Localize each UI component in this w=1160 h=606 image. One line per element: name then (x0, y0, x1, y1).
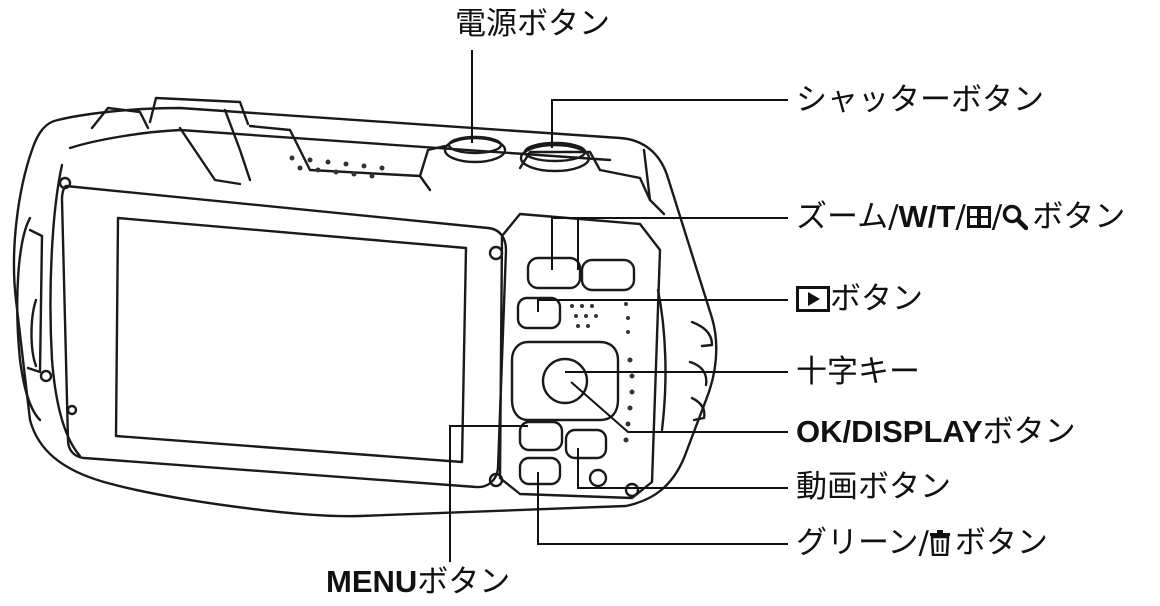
control-panel (500, 214, 660, 498)
trash-icon (929, 530, 951, 556)
zoom-button-t-shape (582, 260, 634, 290)
ok-button-shape (543, 359, 587, 403)
label-zoom-wt: W/T (899, 199, 956, 234)
label-green-prefix: グリーン/ (796, 525, 929, 561)
label-movie-button: 動画ボタン (796, 472, 951, 503)
leader-play (538, 300, 788, 312)
label-ok-display: OK/DISPLAY (796, 414, 983, 449)
leader-ok (571, 382, 788, 432)
leader-shutter (552, 100, 788, 148)
leader-movie (578, 448, 788, 488)
thumbnail-grid-icon (966, 204, 992, 230)
label-zoom-suffix: ボタン (1032, 199, 1125, 235)
label-ok-display-button: OK/DISPLAYボタン (796, 416, 1076, 448)
label-menu-button: MENUボタン (326, 566, 510, 598)
movie-button-shape (566, 430, 606, 458)
label-menu: MENU (326, 564, 417, 599)
label-playback-button: ボタン (796, 284, 923, 315)
label-dpad: 十字キー (796, 357, 920, 388)
label-playback-suffix: ボタン (830, 281, 923, 317)
zoom-button-w-shape (528, 258, 580, 288)
camera-screen (62, 186, 506, 487)
label-zoom-button: ズーム/W/T//ボタン (796, 201, 1125, 233)
magnify-icon (1002, 204, 1028, 230)
playback-icon (796, 286, 830, 312)
label-power-button: 電源ボタン (455, 9, 610, 40)
label-ok-suffix: ボタン (983, 414, 1076, 450)
label-zoom-prefix: ズーム/ (796, 199, 899, 235)
label-green-suffix: ボタン (955, 525, 1048, 561)
green-button-shape (520, 458, 560, 484)
camera-top-plate (92, 98, 650, 200)
label-green-trash-button: グリーン/ボタン (796, 528, 1048, 559)
label-menu-suffix: ボタン (417, 564, 510, 600)
label-shutter-button: シャッターボタン (796, 85, 1044, 116)
